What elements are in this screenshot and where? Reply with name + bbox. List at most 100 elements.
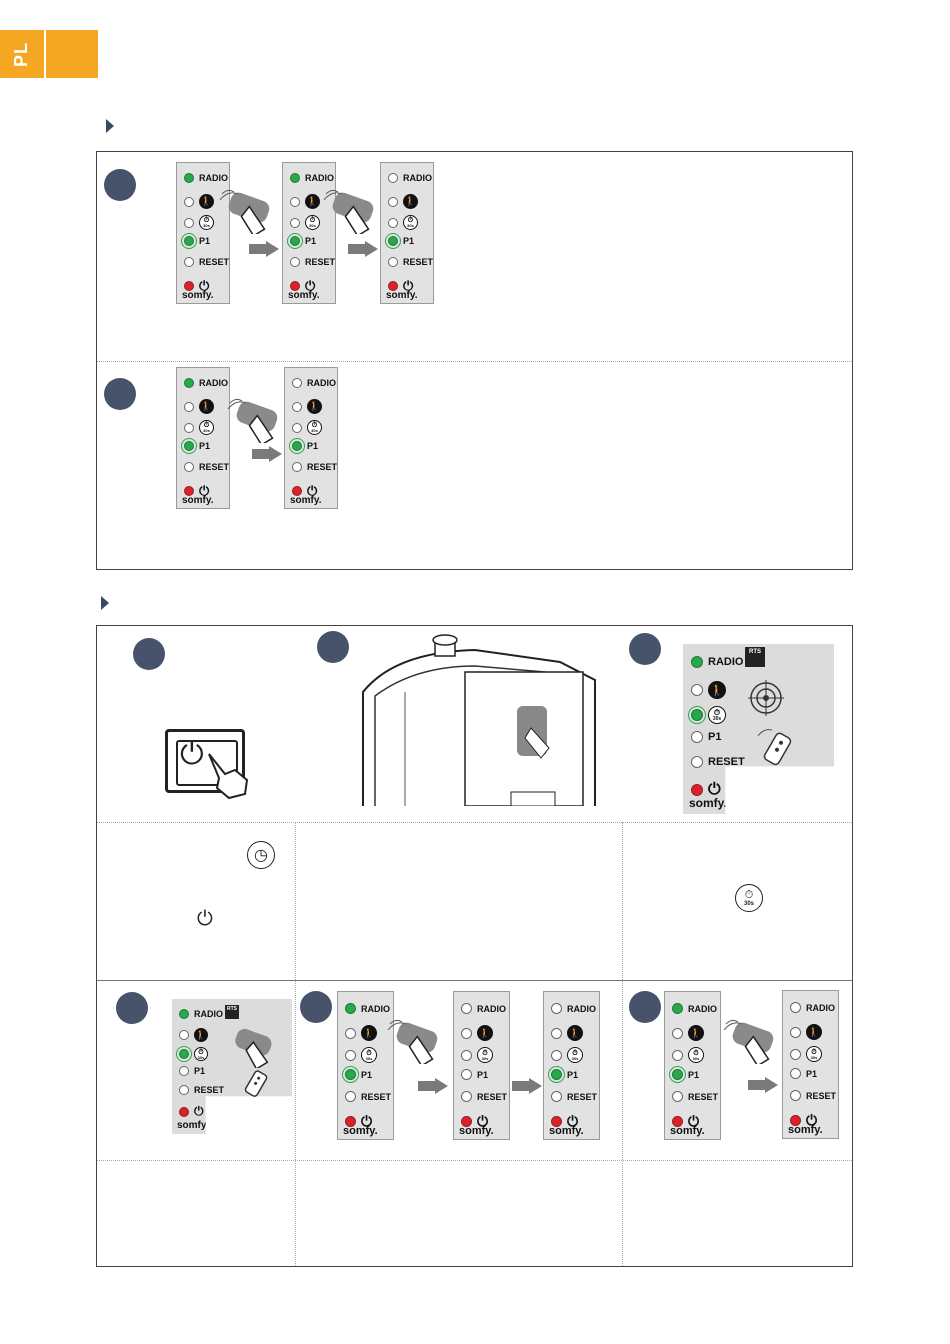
panel-row: RADIO [551, 1003, 596, 1014]
timer-symbol: ⏱ [203, 217, 210, 224]
status-led [345, 1027, 356, 1039]
status-led [790, 1048, 801, 1060]
reset-label: RESET [567, 1091, 598, 1102]
brand-logo: somfy. [290, 495, 322, 506]
status-led [551, 1091, 562, 1102]
panel-row: ⏱30s [184, 420, 214, 435]
timer-sublabel: 30s [311, 428, 318, 433]
panel-row: RESET [184, 462, 229, 472]
arrow-right-icon [348, 241, 378, 257]
panel-row: RESET [551, 1091, 597, 1102]
status-led [691, 656, 703, 668]
status-led [184, 441, 194, 451]
status-led [461, 1069, 472, 1080]
status-led [179, 1030, 189, 1040]
panel-row: 🚶 [179, 1028, 208, 1042]
radio-label: RADIO [708, 656, 744, 668]
pedestrian-icon: 🚶 [403, 194, 418, 209]
column-divider [622, 822, 623, 980]
panel-row: RESET [179, 1085, 224, 1095]
panel-row: 🚶 [184, 399, 214, 414]
status-led [551, 1069, 562, 1080]
timer-sublabel: 30s [571, 1055, 579, 1061]
small-remote-icon [757, 729, 792, 766]
timer-sublabel: 30s [481, 1055, 489, 1061]
p1-label: P1 [688, 1069, 700, 1080]
motor-housing-illustration [362, 634, 596, 806]
status-led [345, 1069, 356, 1080]
status-led [388, 257, 398, 267]
reset-label: RESET [194, 1085, 225, 1095]
remote-hand-icon [227, 398, 278, 443]
pedestrian-icon: 🚶 [477, 1025, 493, 1041]
status-led [184, 196, 194, 207]
pedestrian-icon: 🚶 [806, 1024, 822, 1040]
brand-logo: somfy. [670, 1125, 705, 1137]
panel-row: ⏱30s [179, 1047, 208, 1061]
status-led [790, 1002, 801, 1013]
status-led [691, 684, 703, 696]
pedestrian-icon: 🚶 [688, 1025, 704, 1041]
timer-icon: ⏱30s [688, 1047, 704, 1063]
panel-row: ⏻ [790, 1112, 817, 1129]
step-badge [116, 992, 148, 1024]
reset-label: RESET [477, 1091, 508, 1102]
status-led [179, 1049, 189, 1059]
panel-row: ⏱30s [292, 420, 322, 435]
p1-label: P1 [199, 441, 211, 451]
status-led [461, 1027, 472, 1039]
status-led [551, 1003, 562, 1014]
panel-row: ⏱30s [691, 706, 726, 724]
p1-label: P1 [199, 236, 211, 246]
panel-row: ⏻ [461, 1113, 488, 1130]
status-led [672, 1091, 683, 1102]
panel-row: P1 [461, 1069, 488, 1080]
panel-row: P1 [691, 731, 721, 743]
panel-row: P1 [184, 236, 210, 246]
step-badge [629, 991, 661, 1023]
section-triangle-icon [106, 119, 114, 133]
status-led [184, 486, 194, 496]
status-led [179, 1066, 189, 1076]
panel-row: ⏻ [184, 483, 209, 499]
p1-label: P1 [403, 236, 415, 246]
panel-row: ⏻ [184, 278, 209, 294]
radio-label: RADIO [477, 1003, 506, 1014]
timer-icon: ⏱30s [307, 420, 322, 435]
status-led [292, 486, 302, 496]
radio-label: RADIO [567, 1003, 596, 1014]
brand-logo: somfy. [288, 290, 320, 301]
panel-row: 🚶 [184, 194, 214, 209]
panel-row: RESET [672, 1091, 718, 1102]
panel-row: RESET [345, 1091, 391, 1102]
timer-icon: ⏱30s [806, 1046, 822, 1062]
status-led [388, 196, 398, 207]
timer-symbol: ⏱ [309, 217, 316, 224]
status-led [292, 462, 302, 472]
arrow-right-icon [252, 446, 282, 462]
rts-badge: RTS [745, 647, 765, 667]
status-led [184, 236, 194, 246]
reset-label: RESET [708, 756, 745, 768]
arrow-right-icon [512, 1078, 542, 1094]
p1-label: P1 [567, 1069, 579, 1080]
pointing-hand-icon [208, 753, 249, 800]
timer-symbol: ⏱ [198, 1048, 204, 1056]
timer-symbol: ⏱ [407, 217, 414, 224]
step-badge [629, 633, 661, 665]
p1-label: P1 [806, 1068, 818, 1079]
pedestrian-icon: 🚶 [567, 1025, 583, 1041]
panel-row: ⏱30s [388, 215, 418, 230]
rts-badge: RTS [225, 1005, 239, 1019]
panel-row: ⏻ [672, 1113, 699, 1130]
timer-icon: ⏱30s [199, 215, 214, 230]
status-led [461, 1091, 472, 1102]
language-tab-divider [44, 30, 46, 78]
timer-icon: ⏱30s [477, 1047, 493, 1063]
timer-sublabel: 30s [407, 223, 414, 228]
